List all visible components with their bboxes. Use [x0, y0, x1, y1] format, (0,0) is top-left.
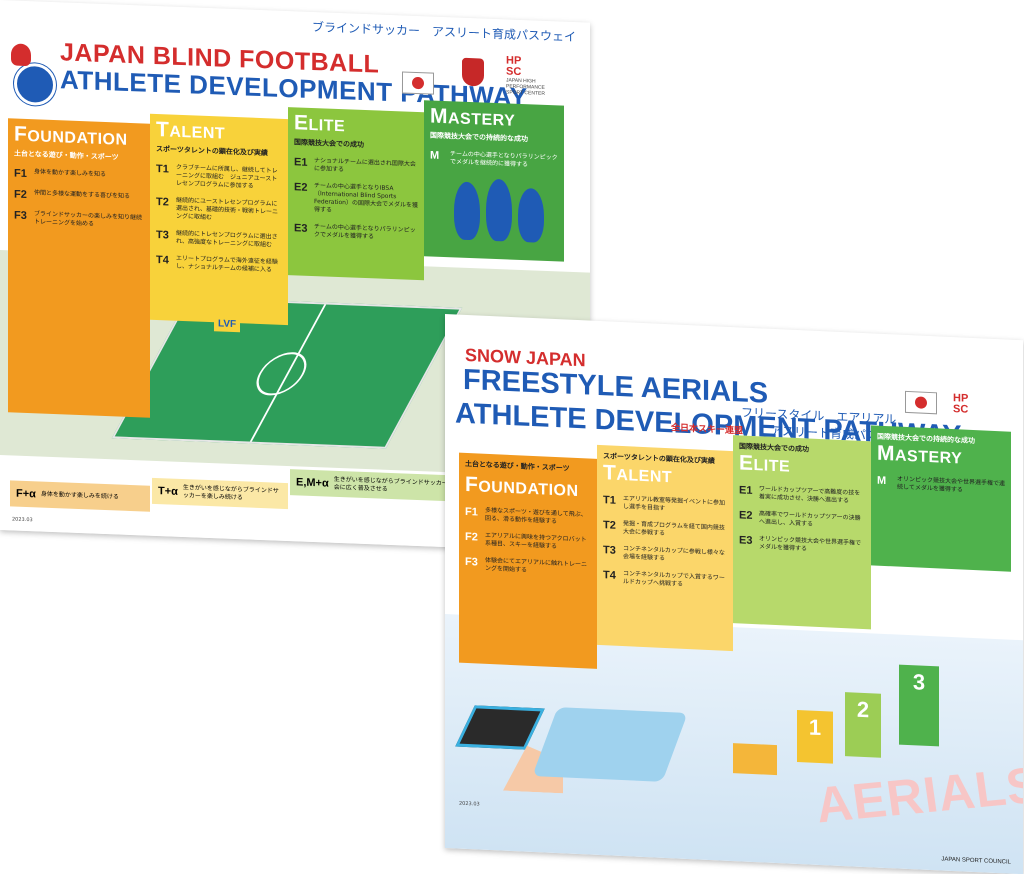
japan-flag-icon: [402, 71, 434, 95]
stage-heading: MASTERY: [877, 441, 963, 468]
hpsc-logo: HP SC JAPAN HIGH PERFORMANCE SPORT CENTE…: [506, 54, 546, 97]
hpsc-logo-letters: HP SC: [953, 392, 969, 416]
player-figure: [454, 181, 480, 241]
player-figure: [486, 178, 512, 242]
stage-heading: FOUNDATION: [465, 472, 579, 501]
hpsc-logo: HP SC: [953, 392, 969, 416]
podium-1: 1: [797, 709, 833, 764]
stage-heading: ELITE: [294, 111, 346, 136]
player-figure: [518, 187, 544, 243]
poster1-code-tag: 2023.03: [12, 516, 33, 524]
poster2-code-tag: 2023.03: [459, 800, 480, 808]
podium-base: [733, 743, 777, 776]
football-player-logo: [14, 62, 56, 107]
water-pool: [532, 707, 688, 782]
freestyle-aerials-poster: SNOW JAPAN FREESTYLE AERIALS ATHLETE DEV…: [445, 314, 1023, 874]
jbfa-badge-icon: [462, 57, 484, 87]
stage-subtitle: 国際競技大会での成功: [294, 138, 364, 149]
stage-heading: MASTERY: [430, 104, 516, 130]
stage-heading: ELITE: [739, 451, 791, 476]
hpsc-logo-letters: HP SC: [506, 54, 522, 79]
stage-subtitle: スポーツタレントの顕在化及び実績: [156, 144, 268, 158]
hpsc-logo-small: JAPAN HIGH PERFORMANCE SPORT CENTER: [506, 77, 545, 97]
stage-subtitle: 土台となる遊び・動作・スポーツ: [465, 459, 570, 473]
podium-2: 2: [845, 692, 881, 758]
stage-heading: FOUNDATION: [14, 122, 128, 149]
lvf-label: LVF: [214, 316, 241, 333]
stage-subtitle: 国際競技大会での持続的な成功: [430, 131, 528, 144]
japan-flag-icon: [905, 390, 937, 415]
stage-heading: TALENT: [156, 117, 226, 143]
poster1-jp-subtitle: ブラインドサッカー アスリート育成パスウェイ: [312, 19, 577, 45]
podium-3: 3: [899, 664, 939, 747]
